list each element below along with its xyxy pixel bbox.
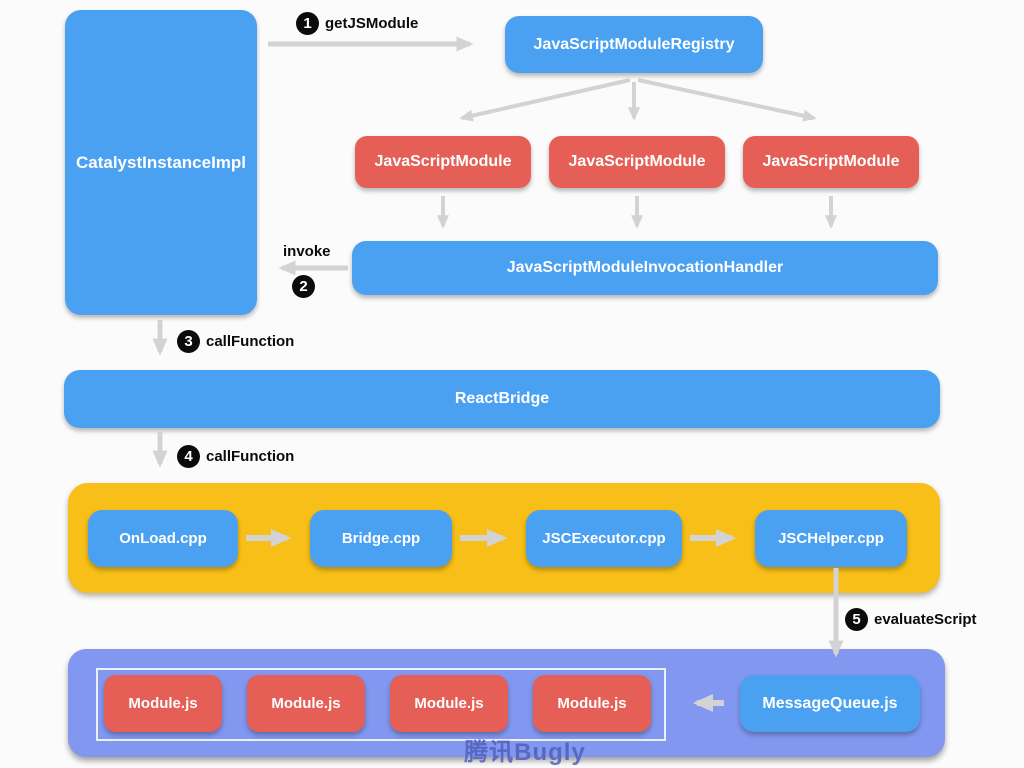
step-4-label: callFunction	[206, 448, 295, 465]
node-react-bridge: ReactBridge	[64, 370, 940, 428]
node-label: JSCHelper.cpp	[778, 530, 884, 547]
node-label: Module.js	[557, 695, 627, 712]
node-onload-cpp: OnLoad.cpp	[88, 510, 238, 567]
node-label: JavaScriptModule	[762, 153, 900, 170]
step-3-callfunction: 3 callFunction	[177, 330, 294, 353]
node-module-js-4: Module.js	[533, 675, 651, 732]
node-label: ReactBridge	[454, 390, 550, 407]
node-label: OnLoad.cpp	[119, 530, 207, 547]
node-label: Bridge.cpp	[341, 530, 421, 547]
node-module-js-3: Module.js	[390, 675, 508, 732]
node-label: Module.js	[128, 695, 198, 712]
node-jschelper-cpp: JSCHelper.cpp	[755, 510, 907, 567]
node-label: JavaScriptModuleInvocationHandler	[506, 259, 784, 276]
arrow-registry-to-module1	[459, 78, 631, 122]
node-message-queue-js: MessageQueue.js	[740, 675, 920, 732]
node-label: MessageQueue.js	[762, 694, 898, 712]
node-module-js-2: Module.js	[247, 675, 365, 732]
node-bridge-cpp: Bridge.cpp	[310, 510, 452, 567]
module-group-frame	[96, 668, 666, 741]
step-2-label: invoke	[283, 243, 331, 260]
node-javascript-module-2: JavaScriptModule	[549, 136, 725, 188]
node-label: Module.js	[414, 695, 484, 712]
node-catalyst-instance-impl: CatalystInstanceImpl	[65, 10, 257, 315]
node-jscexecutor-cpp: JSCExecutor.cpp	[526, 510, 682, 567]
step-5-badge-icon: 5	[845, 608, 868, 631]
step-2-invoke-label: invoke	[283, 243, 331, 260]
node-label: CatalystInstanceImpl	[75, 152, 247, 172]
step-4-callfunction: 4 callFunction	[177, 445, 294, 468]
step-5-label: evaluateScript	[874, 611, 977, 628]
arrow-registry-to-module3	[637, 78, 817, 122]
node-label: JavaScriptModule	[568, 153, 706, 170]
node-label: JavaScriptModuleRegistry	[533, 35, 735, 53]
step-3-badge-icon: 3	[177, 330, 200, 353]
step-2-badge-icon: 2	[292, 275, 315, 298]
step-4-badge-icon: 4	[177, 445, 200, 468]
bugly-watermark: 腾讯Bugly	[464, 739, 586, 766]
node-javascript-module-registry: JavaScriptModuleRegistry	[505, 16, 763, 73]
node-module-js-1: Module.js	[104, 675, 222, 732]
step-2-badge: 2	[292, 275, 315, 298]
node-javascript-module-3: JavaScriptModule	[743, 136, 919, 188]
node-javascript-module-1: JavaScriptModule	[355, 136, 531, 188]
node-label: JSCExecutor.cpp	[542, 530, 666, 547]
step-3-label: callFunction	[206, 333, 295, 350]
node-label: Module.js	[271, 695, 341, 712]
step-1-badge-icon: 1	[296, 12, 319, 35]
step-5-evaluatescript: 5 evaluateScript	[845, 608, 977, 631]
node-javascript-module-invocation-handler: JavaScriptModuleInvocationHandler	[352, 241, 938, 295]
step-1-getjsmodule: 1 getJSModule	[296, 12, 418, 35]
step-1-label: getJSModule	[325, 15, 419, 32]
node-label: JavaScriptModule	[374, 153, 512, 170]
